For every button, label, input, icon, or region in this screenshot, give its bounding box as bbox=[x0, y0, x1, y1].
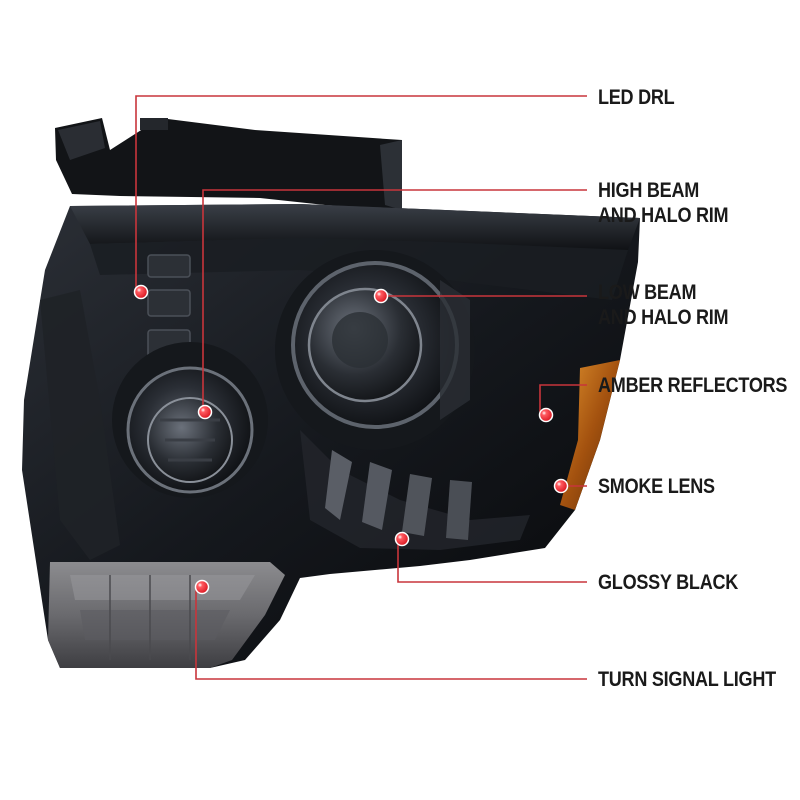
callout-label-low-beam: LOW BEAM AND HALO RIM bbox=[598, 280, 729, 330]
mounting-bracket bbox=[55, 118, 402, 210]
callout-text: LED DRL bbox=[598, 86, 675, 109]
low-beam-projector bbox=[275, 250, 475, 450]
callout-label-led-drl: LED DRL bbox=[598, 85, 675, 110]
callout-label-turn-signal: TURN SIGNAL LIGHT bbox=[598, 667, 776, 692]
callout-text: SMOKE LENS bbox=[598, 475, 715, 498]
callout-text: AND HALO RIM bbox=[598, 306, 729, 329]
amber-reflector bbox=[560, 360, 620, 510]
callout-label-smoke-lens: SMOKE LENS bbox=[598, 474, 715, 499]
callout-label-amber-reflectors: AMBER REFLECTORS bbox=[598, 373, 787, 398]
marker-amber-reflectors bbox=[538, 407, 554, 423]
marker-high-beam bbox=[197, 404, 213, 420]
turn-signal-lens bbox=[48, 562, 285, 668]
callout-text: TURN SIGNAL LIGHT bbox=[598, 668, 776, 691]
callout-label-high-beam: HIGH BEAM AND HALO RIM bbox=[598, 178, 729, 228]
marker-led-drl bbox=[133, 284, 149, 300]
marker-smoke-lens bbox=[553, 478, 569, 494]
callout-text: HIGH BEAM bbox=[598, 179, 700, 202]
callout-text: GLOSSY BLACK bbox=[598, 571, 739, 594]
high-beam-projector bbox=[112, 342, 268, 498]
callout-text: LOW BEAM bbox=[598, 281, 697, 304]
marker-low-beam bbox=[373, 288, 389, 304]
marker-turn-signal bbox=[194, 579, 210, 595]
callout-text: AMBER REFLECTORS bbox=[598, 374, 788, 397]
callout-text: AND HALO RIM bbox=[598, 204, 729, 227]
callout-label-glossy-black: GLOSSY BLACK bbox=[598, 570, 738, 595]
marker-glossy-black bbox=[394, 531, 410, 547]
